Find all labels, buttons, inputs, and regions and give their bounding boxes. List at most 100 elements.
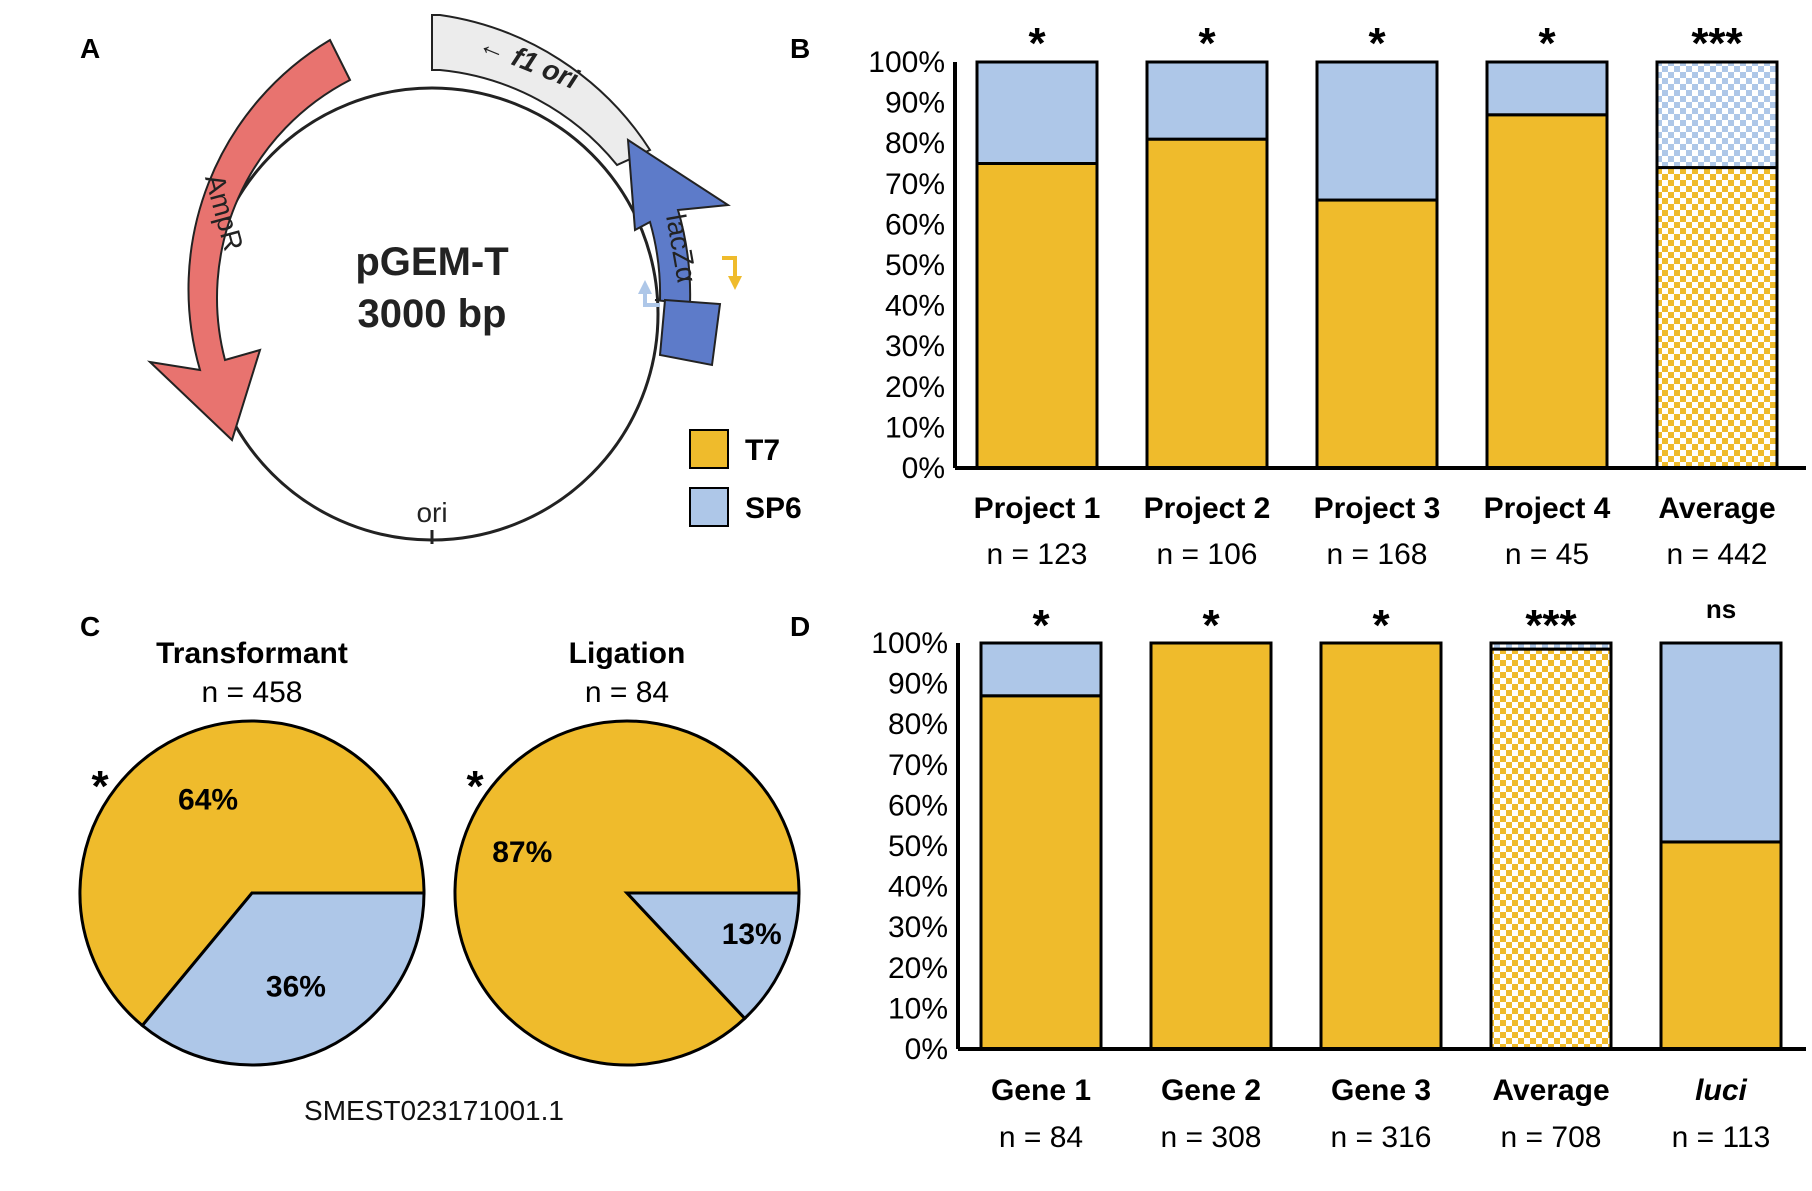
panel-c-chart: C SMEST023171001.1 Transformant n = 458 * 3… xyxy=(78,611,801,1126)
plasmid-name: pGEM-T xyxy=(355,240,508,284)
bar-t7-segment xyxy=(1149,641,1273,1051)
t7-promoter-arrowhead xyxy=(728,276,742,290)
bar-t7-segment xyxy=(1659,840,1783,1051)
bar-sp6-segment xyxy=(979,641,1103,698)
panel-c-letter: C xyxy=(80,611,100,642)
lacz-lower-segment xyxy=(658,298,722,367)
y-tick-label: 60% xyxy=(885,208,945,241)
pie-sample-size: n = 458 xyxy=(202,676,303,709)
category-label: Average xyxy=(1492,1074,1609,1107)
pie-label-sp6: 36% xyxy=(266,970,326,1003)
y-tick-label: 100% xyxy=(868,46,945,79)
y-tick-label: 0% xyxy=(902,452,945,485)
category-label: Gene 1 xyxy=(991,1074,1091,1107)
panel-a: A ← f1 ori AmpR lacZα ori pGEM-T 3000 bp… xyxy=(80,14,802,544)
category-label: Gene 3 xyxy=(1331,1074,1431,1107)
y-tick-label: 50% xyxy=(888,830,948,863)
category-label: Project 1 xyxy=(974,492,1101,525)
bar-sp6-segment xyxy=(1485,60,1609,117)
bar-t7-segment xyxy=(979,694,1103,1051)
significance-label: * xyxy=(1198,19,1216,68)
panel-d-chart: D 0%10%20%30%40%50%60%70%80%90%100%Gene … xyxy=(790,594,1806,1154)
bar-sp6-segment xyxy=(975,60,1099,165)
legend-swatch-t7 xyxy=(689,429,729,469)
sp6-promoter-arrow xyxy=(643,290,660,307)
category-label: luci xyxy=(1695,1074,1747,1107)
y-tick-label: 90% xyxy=(885,87,945,120)
y-tick-label: 70% xyxy=(885,168,945,201)
bar-t7-segment xyxy=(1319,641,1443,1051)
y-tick-label: 10% xyxy=(885,411,945,444)
bar-sp6-segment xyxy=(1315,60,1439,202)
y-tick-label: 20% xyxy=(888,952,948,985)
y-tick-label: 10% xyxy=(888,992,948,1025)
significance-label: * xyxy=(1202,601,1220,650)
pie-significance: * xyxy=(466,762,484,811)
category-label: Project 2 xyxy=(1144,492,1271,525)
pie-label-t7: 64% xyxy=(178,784,238,817)
sp6-promoter-arrowhead xyxy=(638,280,652,294)
y-tick-label: 70% xyxy=(888,749,948,782)
bar-sp6-segment xyxy=(1659,641,1783,844)
sample-size-label: n = 308 xyxy=(1161,1121,1262,1154)
sample-size-label: n = 708 xyxy=(1501,1121,1602,1154)
bar-t7-segment xyxy=(1485,113,1609,470)
bar-sp6-segment xyxy=(1655,60,1779,170)
sample-size-label: n = 45 xyxy=(1505,538,1589,571)
y-tick-label: 60% xyxy=(888,789,948,822)
bar-t7-segment xyxy=(1655,166,1779,470)
gene-id-label: SMEST023171001.1 xyxy=(304,1095,564,1126)
bar-t7-segment xyxy=(975,162,1099,470)
y-tick-label: 30% xyxy=(885,330,945,363)
pie-title: Transformant xyxy=(156,637,348,670)
y-tick-label: 100% xyxy=(871,627,948,660)
bar-t7-segment xyxy=(1315,198,1439,470)
bar-sp6-segment xyxy=(1489,641,1613,651)
significance-label: * xyxy=(1538,19,1556,68)
y-tick-label: 20% xyxy=(885,371,945,404)
pie-label-t7: 87% xyxy=(492,836,552,869)
significance-label: ns xyxy=(1706,594,1736,624)
sample-size-label: n = 106 xyxy=(1157,538,1258,571)
legend-swatch-sp6 xyxy=(689,487,729,527)
bar-sp6-segment xyxy=(1145,60,1269,141)
y-tick-label: 0% xyxy=(905,1033,948,1066)
f1-ori-arrow xyxy=(431,14,652,167)
lacz-arrow xyxy=(626,138,731,306)
ori-label: ori xyxy=(416,497,447,528)
significance-label: *** xyxy=(1691,19,1743,68)
ampr-arrow xyxy=(146,38,352,442)
sample-size-label: n = 442 xyxy=(1667,538,1768,571)
panel-d-letter: D xyxy=(790,611,810,642)
category-label: Average xyxy=(1658,492,1775,525)
y-tick-label: 40% xyxy=(888,871,948,904)
sample-size-label: n = 168 xyxy=(1327,538,1428,571)
sample-size-label: n = 84 xyxy=(999,1121,1083,1154)
category-label: Gene 2 xyxy=(1161,1074,1261,1107)
pie-slice-sp6 xyxy=(140,891,426,1067)
category-label: Project 3 xyxy=(1314,492,1441,525)
y-tick-label: 40% xyxy=(885,290,945,323)
pie-label-sp6: 13% xyxy=(722,918,782,951)
bar-t7-segment xyxy=(1489,647,1613,1051)
pie-slice-sp6 xyxy=(623,891,801,1021)
bar-t7-segment xyxy=(1145,137,1269,470)
significance-label: * xyxy=(1028,19,1046,68)
significance-label: * xyxy=(1032,601,1050,650)
legend-label-t7: T7 xyxy=(745,434,780,467)
category-label: Project 4 xyxy=(1484,492,1611,525)
panel-b-chart: B 0%10%20%30%40%50%60%70%80%90%100%Proje… xyxy=(790,19,1806,571)
sample-size-label: n = 113 xyxy=(1672,1121,1771,1154)
pie-significance: * xyxy=(91,762,109,811)
legend: T7 SP6 xyxy=(689,429,802,527)
panel-a-letter: A xyxy=(80,33,100,64)
panel-b-letter: B xyxy=(790,33,810,64)
legend-label-sp6: SP6 xyxy=(745,492,802,525)
pie-slice-t7 xyxy=(78,719,426,1028)
sample-size-label: n = 316 xyxy=(1331,1121,1432,1154)
sample-size-label: n = 123 xyxy=(987,538,1088,571)
y-tick-label: 80% xyxy=(885,127,945,160)
significance-label: *** xyxy=(1525,601,1577,650)
y-tick-label: 80% xyxy=(888,708,948,741)
pie-sample-size: n = 84 xyxy=(585,676,669,709)
